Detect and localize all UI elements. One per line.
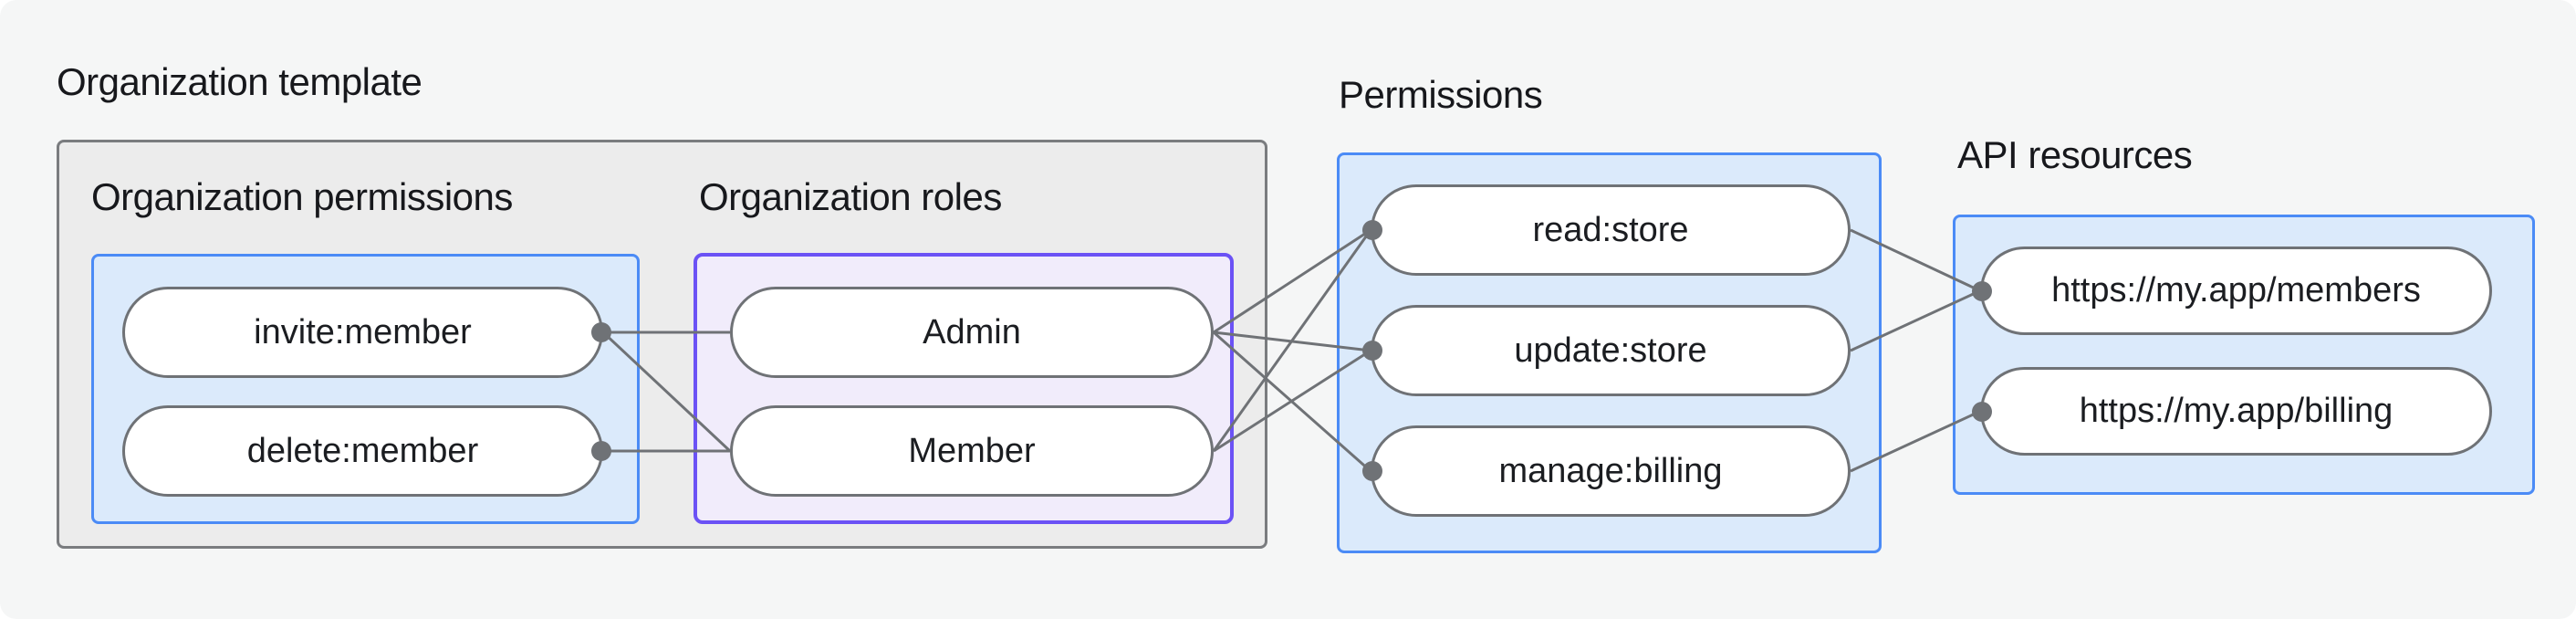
node-members-api-label: https://my.app/members — [2051, 271, 2421, 310]
node-update-store-label: update:store — [1514, 330, 1707, 370]
connection-dot — [1362, 341, 1382, 361]
node-invite-member: invite:member — [122, 287, 611, 378]
node-member-role: Member — [730, 405, 1214, 497]
connection-dot — [1972, 401, 1992, 422]
node-admin-role: Admin — [730, 287, 1214, 378]
permissions-label: Permissions — [1339, 73, 1543, 116]
node-members-api-resource: https://my.app/members — [1972, 247, 2492, 335]
node-manage-billing-label: manage:billing — [1498, 451, 1723, 490]
node-update-store: update:store — [1362, 305, 1851, 396]
api-resources-label: API resources — [1957, 133, 2193, 176]
node-billing-api-resource: https://my.app/billing — [1972, 367, 2492, 456]
connection-dot — [1972, 280, 1992, 301]
node-manage-billing: manage:billing — [1362, 425, 1851, 517]
connection-dot — [591, 322, 611, 342]
node-member-role-label: Member — [908, 431, 1036, 470]
connection-dot — [591, 441, 611, 461]
node-read-store: read:store — [1362, 184, 1851, 276]
connection-dot — [1362, 461, 1382, 481]
organization-roles-label: Organization roles — [699, 175, 1002, 218]
diagram-title: Organization template — [57, 60, 422, 103]
connection-dot — [1362, 220, 1382, 240]
node-delete-member: delete:member — [122, 405, 611, 497]
node-delete-member-label: delete:member — [246, 431, 479, 470]
node-admin-role-label: Admin — [923, 312, 1021, 351]
node-billing-api-label: https://my.app/billing — [2079, 392, 2393, 430]
node-invite-member-label: invite:member — [254, 312, 472, 351]
organization-permissions-label: Organization permissions — [91, 175, 513, 218]
node-read-store-label: read:store — [1532, 210, 1689, 249]
